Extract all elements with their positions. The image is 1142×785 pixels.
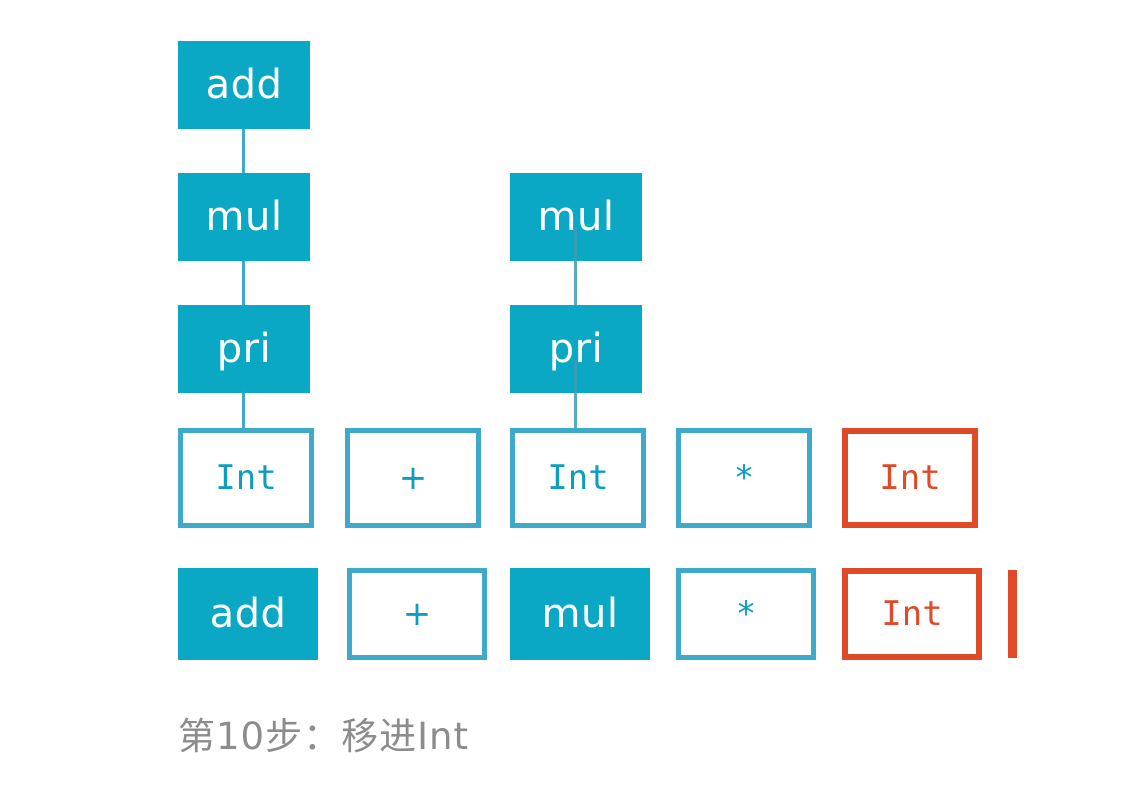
tree-node-add-left[interactable]: add — [178, 41, 310, 129]
connector-mul-to-pri-right — [574, 228, 577, 309]
stack-cursor-bar — [1008, 570, 1017, 658]
token-cell-int-2[interactable]: Int — [510, 428, 646, 528]
tree-node-pri-left[interactable]: pri — [178, 305, 310, 393]
token-cell-plus[interactable]: + — [345, 428, 481, 528]
stack-cell-add[interactable]: add — [178, 568, 318, 660]
connector-add-to-mul — [242, 125, 245, 177]
connector-pri-to-int — [242, 389, 245, 434]
stack-cell-plus[interactable]: + — [347, 568, 487, 660]
stack-cell-star[interactable]: * — [676, 568, 816, 660]
token-cell-star[interactable]: * — [676, 428, 812, 528]
stack-cell-mul[interactable]: mul — [510, 568, 650, 660]
connector-pri-to-int-right — [574, 360, 577, 434]
connector-mul-to-pri — [242, 257, 245, 309]
stack-cell-int-highlighted[interactable]: Int — [842, 568, 982, 660]
token-cell-int-1[interactable]: Int — [178, 428, 314, 528]
tree-node-mul-left[interactable]: mul — [178, 173, 310, 261]
token-cell-int-3-highlighted[interactable]: Int — [842, 428, 978, 528]
tree-node-mul-right[interactable]: mul — [510, 173, 642, 261]
connector-overlay-pri-right — [574, 360, 577, 393]
step-caption: 第10步：移进Int — [178, 715, 469, 758]
connector-overlay-mul-right — [574, 228, 577, 261]
